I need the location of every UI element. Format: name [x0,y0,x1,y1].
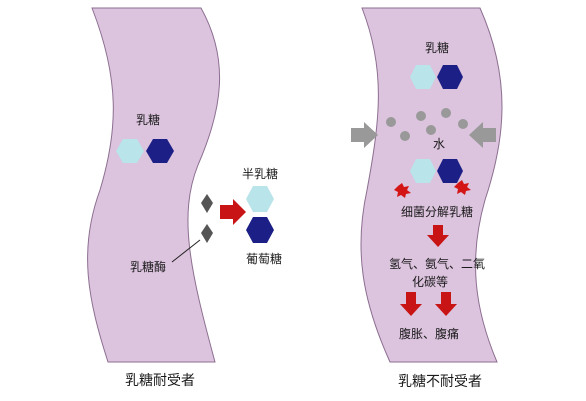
enzyme-diamond-1 [201,194,213,213]
right-lactose-light-hex [410,65,436,89]
glucose-label: 葡萄糖 [246,251,282,266]
left-lactose-label: 乳糖 [136,112,160,127]
left-caption: 乳糖耐受者 [125,373,195,389]
enzyme-label: 乳糖酶 [130,259,166,274]
left-lactose-dark-hex [146,139,174,163]
bacteria-lactose-dark-hex [437,159,463,183]
water-dot-6 [458,119,468,129]
digest-arrow [220,199,246,225]
left-intestine [87,7,221,363]
left-lactose-light-hex [116,139,144,163]
bacteria-lactose-light-hex [410,159,436,183]
bacteria-icon-1 [394,183,411,198]
right-lactose-label: 乳糖 [425,40,449,55]
galactose-hex [246,186,274,212]
right-intestine [360,7,503,363]
right-caption: 乳糖不耐受者 [398,374,482,390]
water-dot-2 [400,131,410,141]
symptoms-label: 腹胀、腹痛 [399,326,459,341]
right-lactose-dark-hex [437,65,463,89]
water-dot-5 [441,108,451,118]
galactose-label: 半乳糖 [242,166,278,181]
bacteria-icon-2 [454,180,471,195]
water-dot-4 [426,125,436,135]
gases-line2: 化碳等 [412,275,448,289]
water-arrow-left [351,122,378,148]
bacteria-label: 细菌分解乳糖 [401,204,473,219]
water-arrow-right [469,122,496,148]
enzyme-diamond-2 [201,224,213,243]
glucose-hex [246,217,274,243]
water-dot-3 [416,111,426,121]
enzyme-pointer-line [171,239,201,263]
water-label: 水 [433,137,445,151]
water-dot-1 [386,117,396,127]
symptom-arrow-2 [435,292,457,316]
gases-line1: 氢气、氨气、二氧 [389,256,485,271]
gas-arrow [427,225,449,247]
symptom-arrow-1 [400,292,422,316]
